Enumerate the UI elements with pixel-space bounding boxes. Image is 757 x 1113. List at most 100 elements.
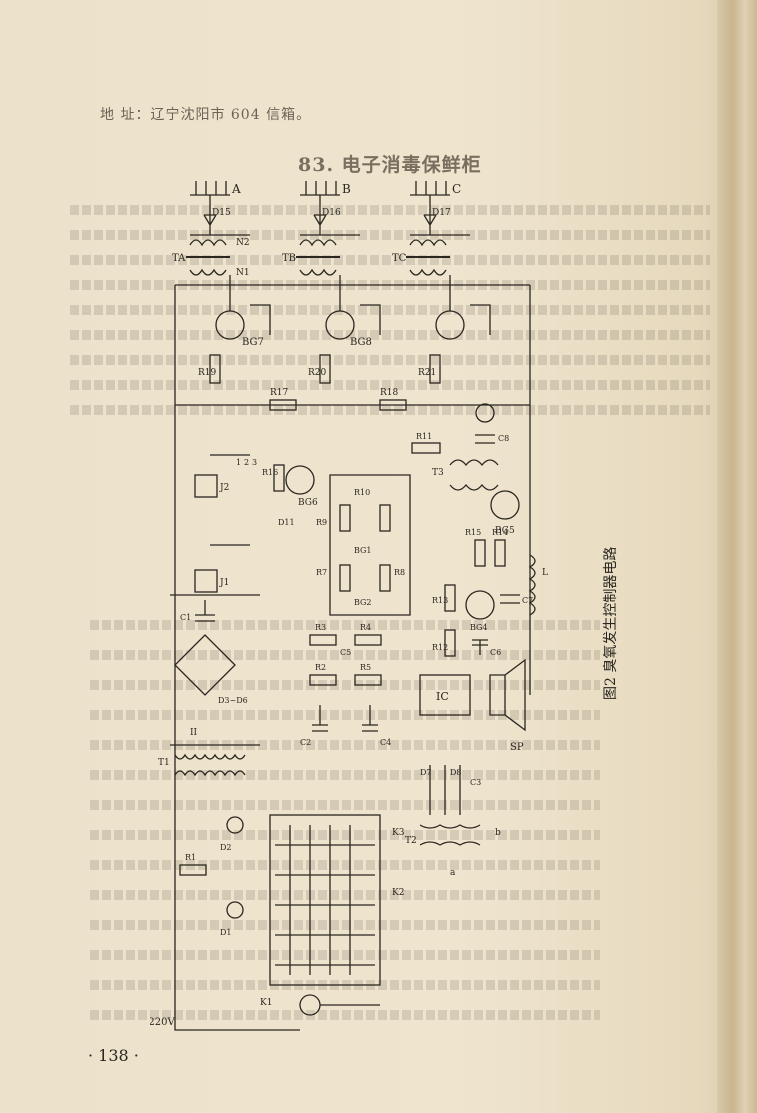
label-contact-1: 1 <box>236 458 241 467</box>
label-r19: R19 <box>198 368 217 378</box>
section-title: 83. 电子消毒保鲜柜 <box>298 154 482 176</box>
label-out-a: A <box>231 182 241 196</box>
bleed-through-line <box>90 620 600 630</box>
label-r5: R5 <box>360 663 371 672</box>
bleed-through-line <box>90 770 600 780</box>
address-line: 地 址：辽宁沈阳市 604 信箱。 <box>100 107 312 123</box>
label-r1: R1 <box>185 853 196 862</box>
label-r18: R18 <box>380 388 399 398</box>
label-c4: C4 <box>380 738 391 747</box>
label-c5: C5 <box>340 648 351 657</box>
bleed-through-line <box>90 860 600 870</box>
electrode-b <box>300 181 340 196</box>
label-contact-2: 2 <box>244 458 249 467</box>
label-r2: R2 <box>315 663 326 672</box>
label-contact-3: 3 <box>252 458 257 467</box>
bleed-through-line <box>70 305 710 315</box>
label-d1: D1 <box>220 928 232 937</box>
label-out-c: C <box>452 182 461 196</box>
label-r10: R10 <box>354 488 370 497</box>
bleed-through-line <box>70 330 710 340</box>
bleed-through-line <box>90 680 600 690</box>
label-c3: C3 <box>470 778 481 787</box>
label-a-tap: a <box>450 868 456 878</box>
label-bg1: BG1 <box>354 546 372 555</box>
electrode-c <box>410 181 450 196</box>
label-r7: R7 <box>316 568 327 577</box>
label-r21: R21 <box>418 368 436 378</box>
label-220v: ~220V <box>150 1017 175 1028</box>
label-r13: R13 <box>432 596 448 605</box>
label-r9: R9 <box>316 518 327 527</box>
label-k3: K3 <box>392 828 405 838</box>
label-r17: R17 <box>270 388 289 398</box>
label-d2: D2 <box>220 843 232 852</box>
bleed-through-line <box>70 355 710 365</box>
label-ta: TA <box>172 253 186 264</box>
label-r14: R14 <box>492 528 508 537</box>
label-c8: C8 <box>498 434 509 443</box>
label-d3-d6: D3~D6 <box>218 696 248 705</box>
bleed-through-line <box>90 1010 600 1020</box>
bleed-through-line <box>90 920 600 930</box>
page-number: · 138 · <box>88 1046 139 1065</box>
label-j1: J1 <box>219 578 229 588</box>
label-r15: R15 <box>465 528 481 537</box>
label-d7: D7 <box>420 768 432 777</box>
label-ic: IC <box>436 690 449 703</box>
label-d17: D17 <box>432 208 451 218</box>
label-t1: T1 <box>158 758 170 768</box>
bleed-through-line <box>90 710 600 720</box>
label-t2: T2 <box>405 836 417 846</box>
label-l: L <box>542 568 548 578</box>
ozone-controller-schematic: A B C D15 D16 D17 TA TB TC N2 N1 BG7 BG8… <box>150 181 548 1031</box>
label-sp: SP <box>510 742 524 753</box>
label-bg4: BG4 <box>470 623 488 632</box>
label-r20: R20 <box>308 368 327 378</box>
label-tc: TC <box>392 253 407 264</box>
label-d11: D11 <box>278 518 295 527</box>
bleed-through-line <box>90 890 600 900</box>
label-r16: R16 <box>262 468 278 477</box>
label-c1: C1 <box>180 613 191 622</box>
bleed-through-line <box>70 230 710 240</box>
label-r11: R11 <box>416 432 432 441</box>
figure-caption: 图2 臭氧发生控制器电路 <box>603 546 619 700</box>
label-t3: T3 <box>432 468 444 478</box>
label-c7: C7 <box>522 596 533 605</box>
label-n1: N1 <box>236 268 250 278</box>
label-bg2: BG2 <box>354 598 372 607</box>
label-ii: II <box>190 728 198 738</box>
label-k2: K2 <box>392 888 404 898</box>
label-out-b: B <box>342 182 351 196</box>
bleed-through-line <box>70 205 710 215</box>
label-j2: J2 <box>219 483 229 493</box>
bleed-through-line <box>90 650 600 660</box>
label-bg6: BG6 <box>298 498 318 508</box>
label-b-tap: b <box>495 828 501 838</box>
bleed-through-line <box>90 950 600 960</box>
label-r3: R3 <box>315 623 326 632</box>
switch-matrix <box>269 814 381 986</box>
label-tb: TB <box>282 253 296 264</box>
label-n2: N2 <box>236 238 250 248</box>
label-d15: D15 <box>212 208 231 218</box>
label-d16: D16 <box>322 208 341 218</box>
label-r8: R8 <box>394 568 405 577</box>
bleed-through-line <box>90 830 600 840</box>
book-spine <box>717 0 757 1113</box>
label-k1: K1 <box>260 998 272 1008</box>
label-c2: C2 <box>300 738 311 747</box>
label-c6: C6 <box>490 648 501 657</box>
bleed-through-line <box>70 380 710 390</box>
bleed-through-line <box>90 740 600 750</box>
label-bg8: BG8 <box>350 337 372 348</box>
label-r4: R4 <box>360 623 371 632</box>
label-r12: R12 <box>432 643 448 652</box>
bleed-through-line <box>90 800 600 810</box>
electrode-a <box>190 181 230 196</box>
label-d8: D8 <box>450 768 462 777</box>
label-bg5: BG5 <box>495 526 515 536</box>
bleed-through-line <box>70 255 710 265</box>
